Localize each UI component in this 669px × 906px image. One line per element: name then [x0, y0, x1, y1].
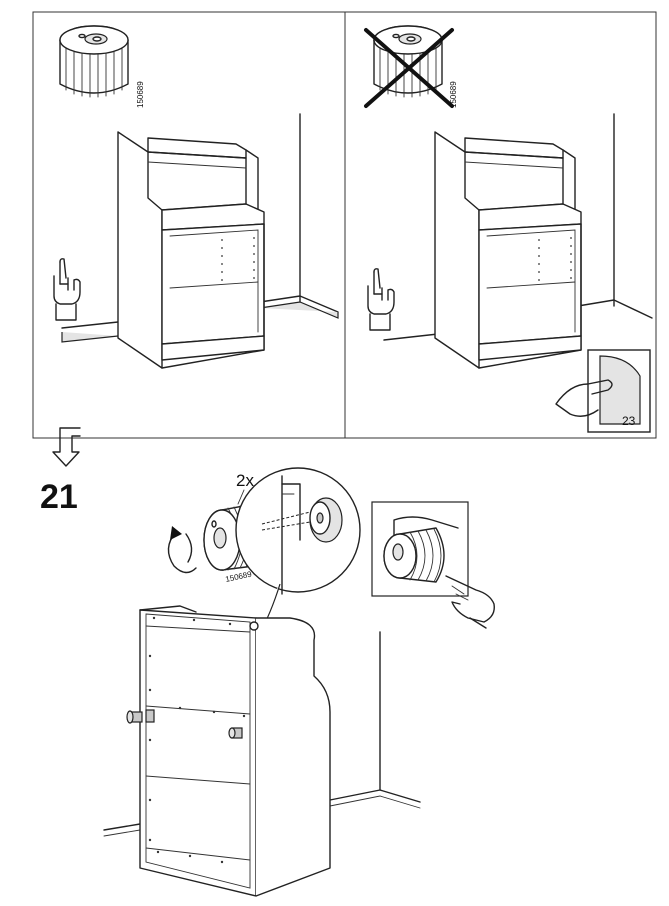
detail-magnifier — [235, 467, 361, 595]
press-detail-box — [371, 501, 469, 597]
knob-image-left — [59, 25, 129, 98]
down-arrow-icon — [52, 427, 81, 467]
right-panel-incorrect: 150689 23 — [364, 25, 653, 433]
quantity-label: 2x — [236, 471, 254, 490]
part-code-step: 150689 — [225, 569, 254, 583]
page-reference-number: 23 — [622, 414, 636, 428]
top-panels-frame — [32, 11, 657, 439]
mounted-knob-right — [228, 727, 243, 739]
bookcase-right — [434, 131, 582, 369]
pointing-hand-icon — [53, 258, 81, 321]
finger-press-icon — [445, 575, 495, 629]
part-code-right: 150689 — [449, 81, 458, 108]
pointing-hand-icon — [367, 268, 395, 331]
page-reference-box: 23 — [555, 349, 651, 433]
step-number: 21 — [40, 478, 78, 516]
part-code-left: 150689 — [136, 81, 145, 108]
mounted-knob-left — [126, 709, 155, 724]
rotate-arrow-icon — [167, 526, 197, 574]
cross-icon — [364, 28, 454, 108]
bookcase-left — [117, 131, 265, 369]
bookcase-back-view — [126, 605, 331, 897]
left-panel-correct: 150689 — [53, 25, 339, 369]
turn-page-icon — [599, 355, 641, 425]
